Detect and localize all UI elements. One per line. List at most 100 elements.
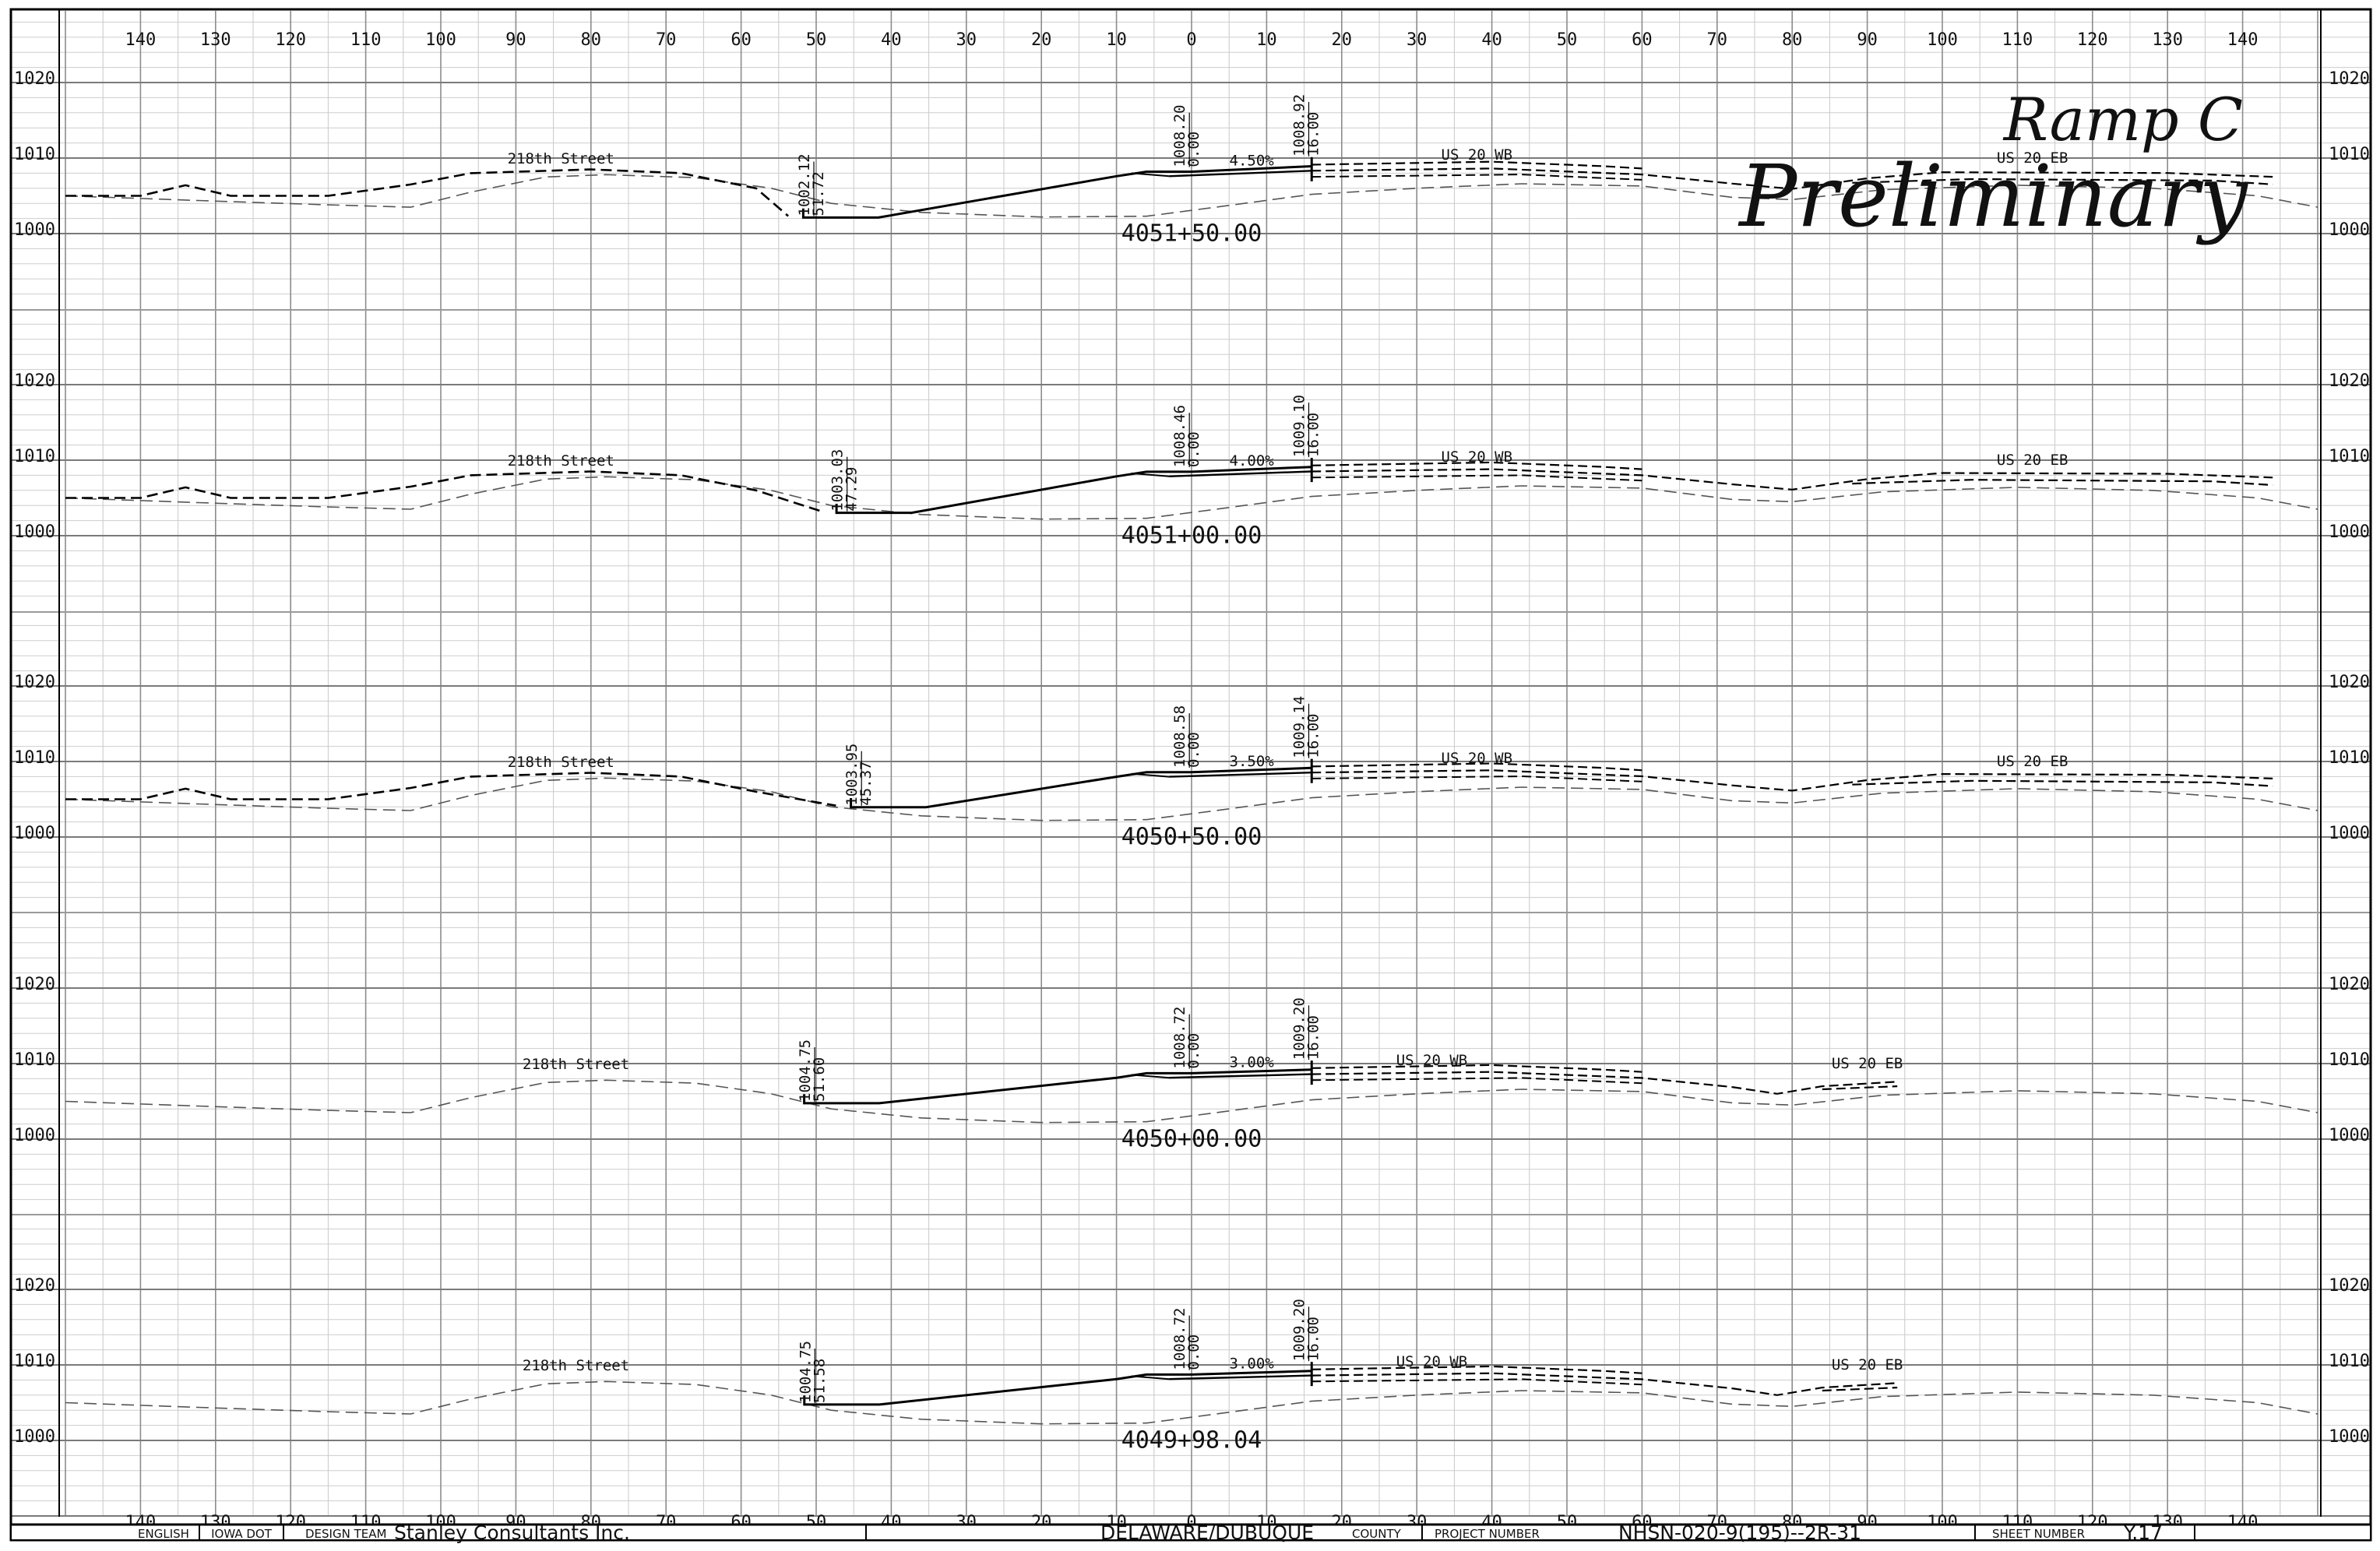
elevation-label: 1010 <box>14 748 55 768</box>
us20-eb-bottom-line <box>1852 178 2273 185</box>
us20-wb-label: US 20 WB <box>1396 1353 1468 1370</box>
elevation-label: 1000 <box>2329 1126 2370 1145</box>
offset-tick-label: 110 <box>2002 30 2033 50</box>
hinge-point-callout-elevation: 1004.75 <box>797 1341 814 1403</box>
us20-wb-top-line <box>1311 461 1642 470</box>
existing-ground-line <box>65 476 2318 520</box>
elevation-label: 1010 <box>2329 748 2370 768</box>
us20-wb-base-line <box>1311 775 1642 783</box>
us20-eb-top-line <box>1732 772 2273 792</box>
offset-tick-label: 30 <box>1407 30 1428 50</box>
pavement-bottom-line <box>1169 772 1312 778</box>
us20-wb-bottom-line <box>1311 1071 1733 1089</box>
offset-tick-label: 0 <box>1186 30 1196 50</box>
elevation-label: 1010 <box>14 1352 55 1371</box>
street-label: 218th Street <box>508 754 614 771</box>
cross-slope-label: 3.00% <box>1230 1356 1275 1373</box>
elevation-label: 1020 <box>2329 673 2370 692</box>
us20-wb-top-line <box>1311 1365 1642 1374</box>
us20-wb-top-line <box>1311 160 1642 170</box>
offset-tick-label: 20 <box>1031 30 1052 50</box>
existing-ground-line <box>65 174 2318 218</box>
centerline-callout-elevation: 1008.46 <box>1171 405 1188 467</box>
us20-eb-bottom-line <box>1852 479 2273 487</box>
elevation-label: 1010 <box>2329 145 2370 164</box>
pavement-bottom-line <box>1169 470 1312 477</box>
station-label: 4051+00.00 <box>1121 522 1262 550</box>
edge-callout-elevation: 1009.14 <box>1291 696 1308 758</box>
us20-eb-top-line <box>1732 171 2273 190</box>
centerline-callout: 1008.200.00 <box>1171 105 1202 167</box>
offset-tick-label: 80 <box>1782 30 1803 50</box>
shoulder-line <box>1131 1074 1170 1079</box>
us20-eb-top-line <box>1731 1081 1898 1095</box>
project-number: NHSN-020-9(195)--2R-31 <box>1618 1521 1861 1544</box>
us20-wb-bottom-line <box>1311 167 1733 185</box>
us20-eb-label: US 20 EB <box>1997 452 2068 469</box>
offset-tick-label: 140 <box>125 30 157 50</box>
us20-wb-label: US 20 WB <box>1396 1052 1468 1069</box>
us20-eb-bottom-line <box>1822 1085 1898 1091</box>
hinge-point-callout-offset: 47.29 <box>843 466 861 511</box>
project-caption: PROJECT NUMBER <box>1435 1527 1540 1541</box>
ramp-template-line <box>835 466 1312 515</box>
cross-slope-label: 3.50% <box>1230 753 1275 770</box>
offset-tick-label: 50 <box>1557 30 1578 50</box>
cross-sections: 1020 1020 1010 1010 1000 1000 218th Street US 2… <box>14 69 2370 1454</box>
street-label: 218th Street <box>508 150 614 167</box>
street-label: 218th Street <box>523 1056 629 1073</box>
existing-ground-line <box>65 1079 2318 1124</box>
offset-tick-label: 100 <box>1927 30 1958 50</box>
edge-callout-elevation: 1009.20 <box>1291 997 1308 1060</box>
offset-tick-label: 80 <box>581 30 602 50</box>
edge-callout-elevation: 1009.10 <box>1291 395 1308 457</box>
elevation-label: 1000 <box>2329 824 2370 843</box>
elevation-label: 1020 <box>2329 975 2370 994</box>
elevation-label: 1010 <box>2329 1050 2370 1070</box>
offset-tick-label: 10 <box>1106 30 1127 50</box>
us20-wb-base-line <box>1311 174 1642 181</box>
hinge-point-callout-offset: 45.37 <box>857 761 875 805</box>
offset-tick-label: 120 <box>2077 30 2108 50</box>
offset-tick-label: 10 <box>1256 30 1277 50</box>
hinge-point-callout-elevation: 1003.95 <box>843 744 861 806</box>
edge-callout-offset: 16.00 <box>1305 413 1322 457</box>
edge-callout-offset: 16.00 <box>1305 1317 1322 1361</box>
offset-tick-label: 90 <box>1857 30 1878 50</box>
centerline-callout-offset: 0.00 <box>1185 431 1202 467</box>
elevation-label: 1020 <box>2329 371 2370 391</box>
offset-tick-label: 70 <box>656 30 677 50</box>
us20-eb-top-line <box>1731 1382 1898 1396</box>
ramp-template-line <box>803 1068 1312 1105</box>
pavement-bottom-line <box>1169 1374 1312 1380</box>
station-label: 4050+00.00 <box>1121 1126 1262 1153</box>
minor-grid <box>11 11 2371 1517</box>
centerline-callout-offset: 0.00 <box>1185 1335 1202 1370</box>
offset-tick-label: 40 <box>881 30 902 50</box>
us20-eb-bottom-line <box>1852 779 2273 787</box>
offset-tick-label: 140 <box>2227 30 2259 50</box>
offset-tick-label: 130 <box>200 30 231 50</box>
shoulder-line <box>1131 472 1170 477</box>
offset-tick-label: 100 <box>425 30 456 50</box>
hinge-point-callout-elevation: 1004.75 <box>797 1039 814 1102</box>
us20-wb-top-line <box>1311 1064 1642 1073</box>
hinge-point-callout-offset: 51.58 <box>811 1359 828 1403</box>
street-profile-line <box>65 772 836 807</box>
centerline-callout: 1008.720.00 <box>1171 1007 1202 1069</box>
cross-slope-label: 4.00% <box>1230 452 1275 470</box>
us20-wb-label: US 20 WB <box>1442 448 1513 466</box>
hinge-point-callout-elevation: 1002.12 <box>796 153 813 216</box>
hinge-point-callout-offset: 51.60 <box>811 1057 828 1102</box>
us20-eb-label: US 20 EB <box>1832 1356 1903 1373</box>
offset-tick-label: 60 <box>731 30 752 50</box>
